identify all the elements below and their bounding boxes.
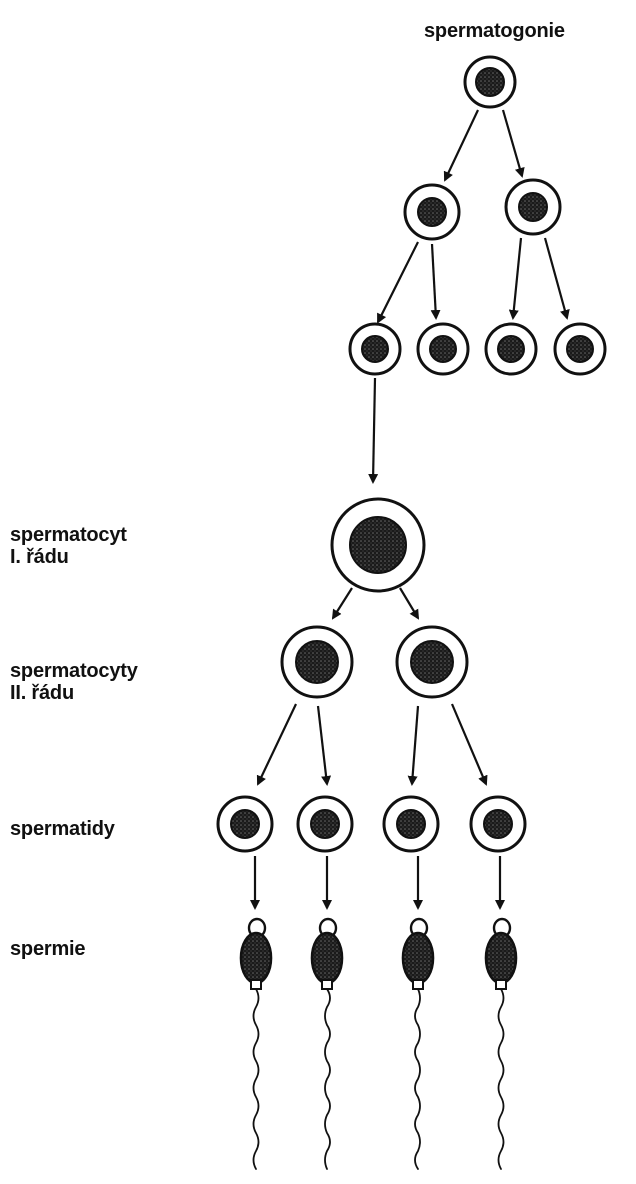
- sperm-tail: [497, 988, 505, 1170]
- sperm-midpiece: [412, 979, 424, 990]
- label-spermatidy: spermatidy: [10, 818, 115, 840]
- spermatocyt-ii-cell-nucleus: [295, 640, 339, 684]
- label-spermatocyty-ii-line1: spermatocyty: [10, 660, 138, 682]
- sperm-head: [239, 931, 273, 985]
- arrow-to-row3: [508, 237, 523, 320]
- arrow-spermatogonium-to-right: [501, 109, 525, 178]
- spermatogonium-cell-nucleus: [497, 335, 525, 363]
- arrow-to-spermatid: [407, 705, 420, 786]
- arrow-to-spermatid: [316, 705, 332, 786]
- spermatogonium-cell-nucleus: [429, 335, 457, 363]
- spermatid-cell-nucleus: [310, 809, 340, 839]
- spermatid-cell-nucleus: [396, 809, 426, 839]
- spermatogonium-cell-nucleus: [361, 335, 389, 363]
- sperm-midpiece: [321, 979, 333, 990]
- arrow-to-spermatocyt-i: [368, 377, 379, 484]
- sperm-midpiece: [250, 979, 262, 990]
- sperm-head: [484, 931, 518, 985]
- spermatid-cell-nucleus: [483, 809, 513, 839]
- arrow-to-row3: [543, 237, 570, 320]
- sperm-tail: [414, 988, 421, 1170]
- sperm-head: [310, 931, 344, 985]
- sperm-head: [401, 931, 435, 985]
- label-spermatogonie-text: spermatogonie: [424, 20, 565, 42]
- arrow-to-spermatocyt-ii: [399, 587, 420, 620]
- spermatocyt-i-cell-nucleus: [349, 516, 407, 574]
- spermatogonium-cell-nucleus: [518, 192, 548, 222]
- label-spermatocyty-ii: spermatocyty II. řádu: [10, 660, 138, 704]
- arrow-to-spermatid: [256, 703, 297, 786]
- arrow-to-row3: [377, 241, 419, 324]
- spermatogonium-cell-nucleus: [566, 335, 594, 363]
- label-spermatocyty-ii-line2: II. řádu: [10, 682, 74, 704]
- sperm-midpiece: [495, 979, 507, 990]
- spermatid-cell-nucleus: [230, 809, 260, 839]
- arrow-to-spermatocyt-ii: [331, 587, 353, 620]
- arrow-to-row3: [430, 243, 441, 320]
- label-spermatogonie: spermatogonie: [424, 20, 565, 42]
- label-spermie: spermie: [10, 938, 86, 960]
- arrow-spermatogonium-to-left: [443, 109, 479, 182]
- sperm-tail: [252, 988, 260, 1170]
- spermatocyt-ii-cell-nucleus: [410, 640, 454, 684]
- label-spermatocyt-i: spermatocyt I. řádu: [10, 524, 127, 568]
- arrow-to-spermatid: [450, 703, 488, 786]
- label-spermatocyt-i-line2: I. řádu: [10, 546, 69, 568]
- spermatogonium-cell-nucleus: [417, 197, 447, 227]
- label-spermatocyt-i-line1: spermatocyt: [10, 524, 127, 546]
- label-spermie-text: spermie: [10, 938, 86, 960]
- sperm-tail: [324, 988, 331, 1170]
- spermatogonium-cell-nucleus: [475, 67, 505, 97]
- label-spermatidy-text: spermatidy: [10, 818, 115, 840]
